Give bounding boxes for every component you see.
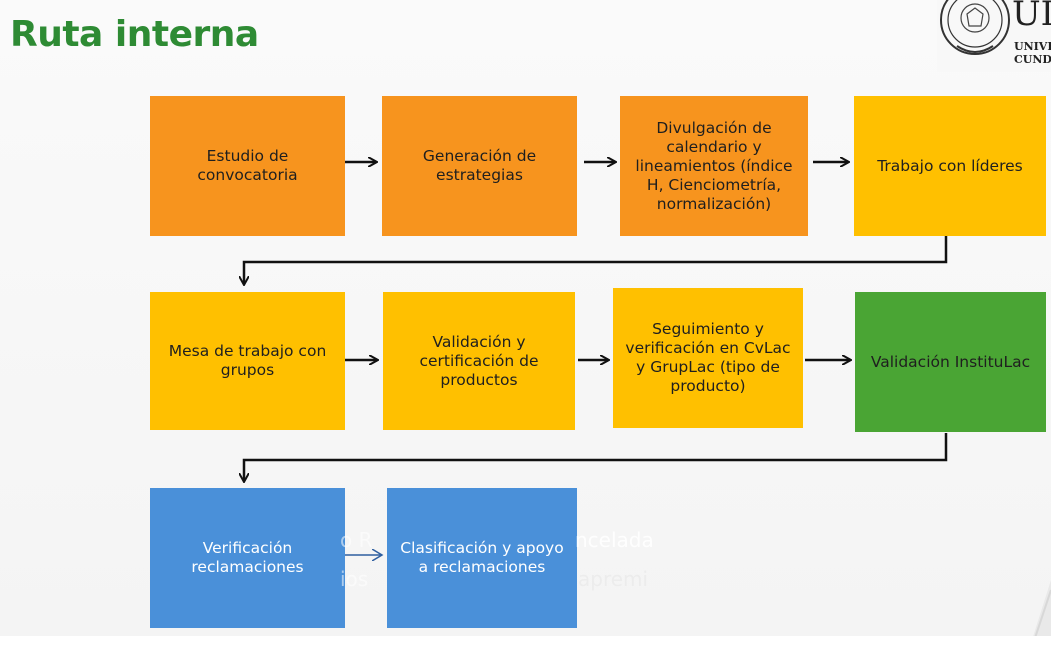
step-label: Seguimiento y verificación en CvLac y Gr… — [625, 320, 791, 395]
logo-line-2: CUNDI — [1014, 53, 1051, 66]
logo-big-text: UI — [1012, 0, 1051, 34]
watermark-text: o R — [340, 528, 373, 552]
step-label: Validación InstituLac — [870, 352, 1031, 371]
step-label: Generación de estrategias — [422, 147, 537, 184]
step-label: Divulgación de calendario y lineamientos… — [635, 118, 793, 213]
watermark-text: ios — [340, 567, 369, 591]
university-seal-icon — [940, 0, 1010, 55]
step-verificacion-reclamaciones: Verificación reclamaciones — [150, 488, 345, 628]
wrap-arrow-row2 — [244, 433, 948, 481]
university-logo — [937, 0, 1051, 72]
step-label: Trabajo con líderes — [877, 156, 1023, 175]
step-label: Mesa de trabajo con grupos — [168, 342, 327, 379]
step-validacion-institulac: Validación InstituLac — [855, 292, 1046, 432]
bottom-margin — [0, 636, 1051, 645]
step-clasificacion-apoyo: Clasificación y apoyo a reclamaciones — [387, 488, 577, 628]
step-label: Clasificación y apoyo a reclamaciones — [400, 539, 564, 576]
step-trabajo-lideres: Trabajo con líderes — [854, 96, 1046, 236]
step-validacion-certificacion: Validación y certificación de productos — [383, 292, 575, 430]
step-divulgacion-calendario: Divulgación de calendario y lineamientos… — [620, 96, 808, 236]
wrap-arrow-row1 — [244, 236, 948, 284]
logo-line-1: UNIVE — [1014, 40, 1051, 53]
watermark-text: apremi — [578, 567, 649, 591]
step-mesa-trabajo-grupos: Mesa de trabajo con grupos — [150, 292, 345, 430]
slide-title: Ruta interna — [10, 14, 259, 55]
page-curl-decoration — [1032, 580, 1051, 640]
step-seguimiento-verificacion: Seguimiento y verificación en CvLac y Gr… — [613, 288, 803, 428]
step-generacion-estrategias: Generación de estrategias — [382, 96, 577, 236]
step-estudio-convocatoria: Estudio de convocatoria — [150, 96, 345, 236]
step-label: Validación y certificación de productos — [419, 332, 539, 389]
watermark-text: ncelada — [575, 528, 654, 552]
step-label: Estudio de convocatoria — [197, 147, 298, 184]
step-label: Verificación reclamaciones — [191, 539, 304, 576]
